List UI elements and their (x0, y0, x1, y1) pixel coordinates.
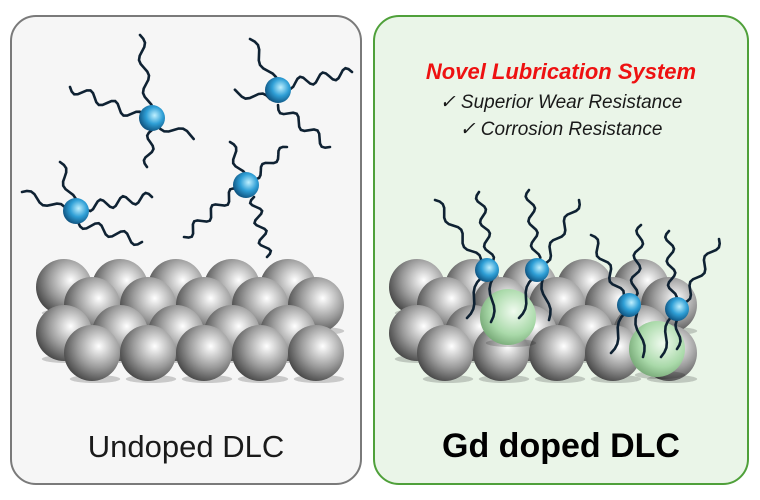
alkyl-chain (248, 37, 279, 89)
molecule-head (63, 198, 89, 224)
molecule-head (665, 297, 689, 321)
alkyl-chain (465, 276, 483, 320)
alkyl-chain (659, 315, 673, 359)
alkyl-chain (76, 220, 144, 247)
gd-atom (480, 289, 536, 345)
carbon-atom (120, 325, 176, 381)
alkyl-chain (488, 276, 496, 324)
alkyl-chain (233, 88, 272, 101)
molecule-head (617, 293, 641, 317)
alkyl-chain (663, 229, 679, 305)
alkyl-chain (20, 189, 69, 213)
carbon-atom (529, 325, 585, 381)
alkyl-chain (82, 191, 154, 213)
benefit-text: Superior Wear Resistance (460, 92, 683, 113)
lubrication-system-title: Novel Lubrication System (425, 59, 697, 84)
molecule-head (475, 258, 499, 282)
benefit-item: ✓ Corrosion Resistance (375, 118, 747, 141)
molecule-head (525, 258, 549, 282)
molecule-head (265, 77, 291, 103)
benefit-text: Corrosion Resistance (480, 119, 663, 140)
alkyl-chain (541, 198, 582, 266)
gd-doped-dlc-panel: Novel Lubrication System ✓ Superior Wear… (373, 15, 749, 485)
undoped-dlc-label: Undoped DLC (87, 429, 285, 464)
gd-atom (629, 321, 685, 377)
alkyl-chain (68, 85, 146, 121)
alkyl-chain (142, 128, 155, 169)
gd-doped-dlc-label: Gd doped DLC (442, 427, 680, 465)
undoped-dlc-panel: Undoped DLC (10, 15, 362, 485)
carbon-atom (417, 325, 473, 381)
undoped-dlc-illustration (20, 33, 354, 383)
carbon-atom (288, 325, 344, 381)
alkyl-chain (540, 276, 552, 322)
alkyl-chain (634, 311, 646, 359)
carbon-atom (176, 325, 232, 381)
alkyl-chain (589, 233, 626, 301)
alkyl-chain (182, 187, 240, 239)
carbon-atom (64, 325, 120, 381)
alkyl-chain (474, 190, 496, 266)
alkyl-chain (137, 33, 155, 119)
carbon-atom (585, 325, 641, 381)
alkyl-chain (609, 311, 627, 355)
alkyl-chain (524, 188, 542, 266)
carbon-atom (232, 325, 288, 381)
alkyl-chain (276, 103, 332, 150)
molecule-head (233, 172, 259, 198)
alkyl-chain (250, 145, 289, 181)
check-icon: ✓ (439, 92, 456, 113)
alkyl-chain (681, 237, 722, 305)
alkyl-chain (629, 223, 645, 301)
alkyl-chain (674, 315, 682, 351)
check-icon: ✓ (459, 119, 476, 140)
gd-doped-dlc-illustration (389, 188, 722, 383)
benefit-item: ✓ Superior Wear Resistance (375, 91, 747, 114)
alkyl-chain (517, 276, 535, 320)
alkyl-chain (155, 123, 195, 141)
alkyl-chain (282, 66, 354, 91)
molecule-head (139, 105, 165, 131)
alkyl-chain (248, 195, 273, 259)
alkyl-chain (433, 198, 483, 266)
